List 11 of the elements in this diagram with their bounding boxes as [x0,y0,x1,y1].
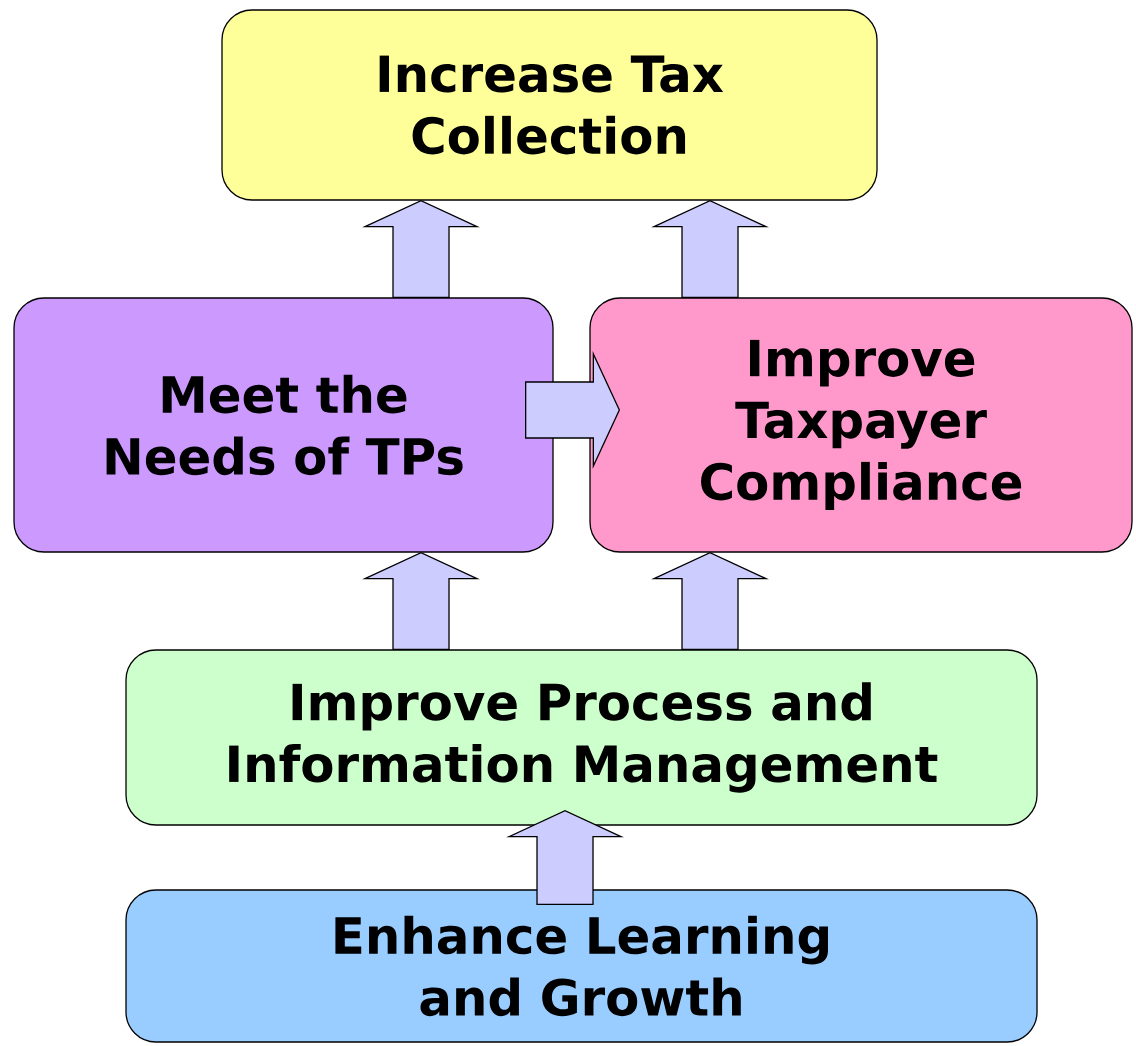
goal-box: Improve Process and Information Management [125,649,1038,826]
block-arrow [525,351,621,469]
goal-box: Improve Taxpayer Compliance [589,297,1133,553]
block-arrow [651,199,769,298]
block-arrow [506,809,624,905]
goal-box: Meet the Needs of TPs [13,297,554,553]
block-arrow [362,199,480,298]
goal-box: Increase Tax Collection [221,9,878,201]
block-arrow [362,551,480,650]
goal-box: Enhance Learning and Growth [125,889,1038,1043]
block-arrow [651,551,769,650]
